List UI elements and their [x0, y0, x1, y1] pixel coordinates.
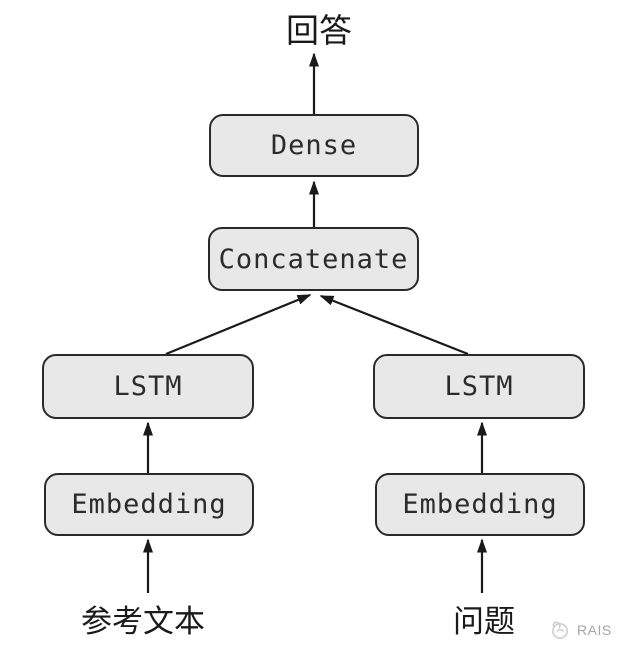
rais-logo-icon: [552, 621, 568, 639]
node-embedding-right: Embedding: [375, 473, 585, 536]
node-embedding-left: Embedding: [44, 473, 254, 536]
node-dense-label: Dense: [270, 130, 358, 161]
node-lstm-left-label: LSTM: [113, 371, 183, 402]
node-embedding-left-label: Embedding: [71, 489, 227, 520]
node-lstm-left: LSTM: [42, 354, 254, 419]
input-label-question: 问题: [453, 604, 515, 640]
watermark-text: RAIS: [577, 622, 612, 638]
arrow-lstm-left-to-concatenate: [165, 293, 312, 356]
node-lstm-right-label: LSTM: [444, 371, 514, 402]
input-label-reference-text: 参考文本: [81, 604, 205, 640]
watermark: RAIS: [548, 618, 612, 642]
node-concatenate: Concatenate: [208, 227, 419, 291]
node-lstm-right: LSTM: [373, 354, 585, 419]
node-dense: Dense: [209, 114, 419, 177]
node-concatenate-label: Concatenate: [218, 243, 409, 275]
arrow-lstm-right-to-concatenate: [319, 294, 469, 356]
node-embedding-right-label: Embedding: [402, 489, 558, 520]
output-label: 回答: [286, 11, 352, 50]
